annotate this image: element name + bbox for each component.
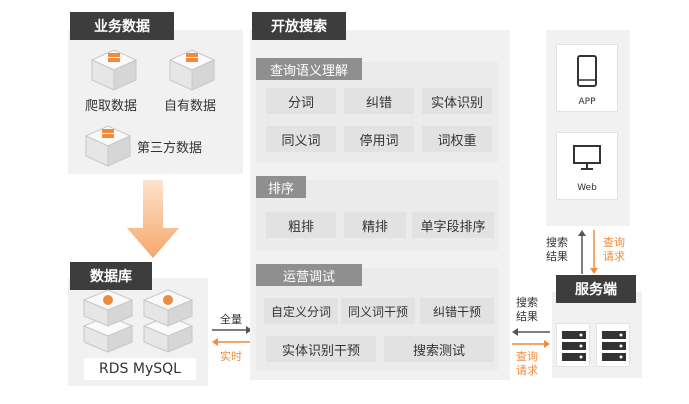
server-rack-icon [602,331,626,361]
monitor-icon [573,145,601,170]
arrow-up-icon [578,230,586,274]
app-label: APP [578,97,596,107]
web-card: Web [556,132,618,200]
arrow-label-search-result-mid: 搜索 结果 [516,296,538,323]
server-card-1 [556,323,590,367]
chip-coarse-rank: 粗排 [266,212,336,238]
arrow-left-realtime-icon [212,338,252,346]
server-title: 服务端 [556,275,636,303]
app-card: APP [556,44,618,112]
business-data-title: 业务数据 [70,12,174,40]
business-item-own: 自有数据 [164,99,217,114]
arrow-right-icon [512,340,550,348]
chip-fine-rank: 精排 [344,212,406,238]
cube-icon-crawl [90,49,138,91]
arrow-label-search-result-top: 搜索 结果 [546,236,568,263]
chip-correct: 纠错 [344,88,414,114]
chip-entity-intervene: 实体识别干预 [266,336,376,362]
ops-section-title: 运营调试 [256,264,362,286]
cube-icon-own [168,49,216,91]
database-label: RDS MySQL [84,358,196,380]
server-rack-icon [562,331,586,361]
database-stack-icon [82,289,194,353]
sort-section-title: 排序 [256,176,306,198]
web-label: Web [577,183,597,193]
chip-weight: 词权重 [422,126,492,152]
arrow-left-icon [512,328,550,336]
business-item-crawl: 爬取数据 [85,99,138,114]
arrow-right-full-icon [212,326,252,334]
server-card-2 [596,323,630,367]
chip-tokenize: 分词 [266,88,336,114]
open-search-title: 开放搜索 [252,12,346,40]
arrow-label-query-request-mid: 查询 请求 [516,350,538,377]
chip-stopword: 停用词 [344,126,414,152]
phone-icon [577,55,597,87]
chip-synonym: 同义词 [266,126,336,152]
arrow-label-query-request-top: 查询 请求 [603,236,625,263]
chip-entity: 实体识别 [422,88,492,114]
arrow-label-full: 全量 [220,313,242,326]
arrow-down-icon [590,230,598,274]
chip-search-test: 搜索测试 [384,336,494,362]
query-section-title: 查询语义理解 [256,58,362,80]
business-item-thirdparty: 第三方数据 [137,141,203,156]
chip-synonym-intervene: 同义词干预 [341,298,415,324]
arrow-label-realtime: 实时 [220,350,242,363]
down-arrow-icon [127,180,179,258]
cube-icon-thirdparty [84,125,132,167]
database-title: 数据库 [70,262,152,290]
chip-single-field-sort: 单字段排序 [412,212,494,238]
chip-correct-intervene: 纠错干预 [420,298,494,324]
chip-custom-tokenize: 自定义分词 [264,298,338,324]
